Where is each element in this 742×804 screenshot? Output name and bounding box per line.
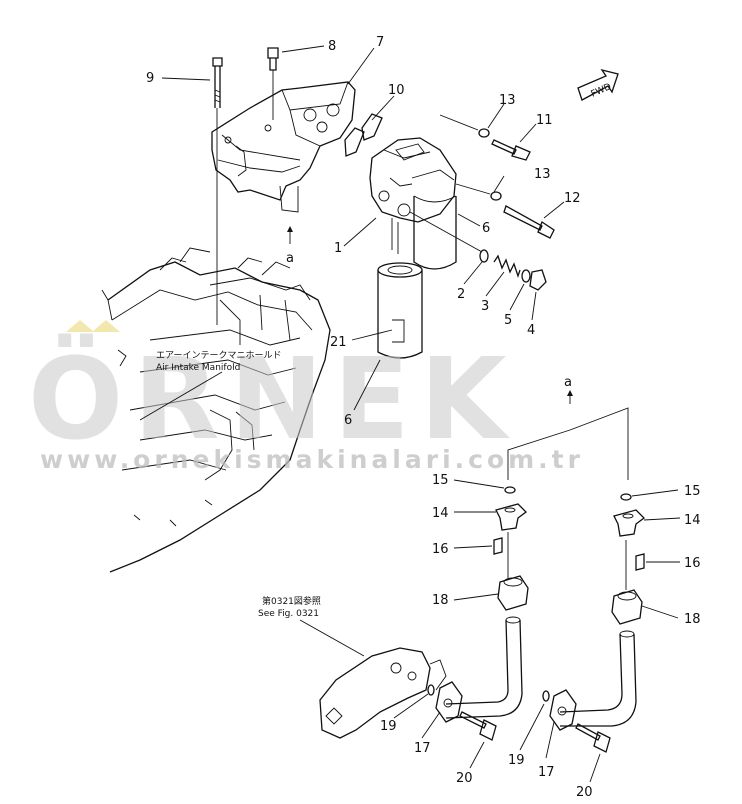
bolt-11 — [439, 114, 531, 161]
callout-13b: 13 — [534, 167, 551, 182]
flange-17-left — [435, 681, 463, 723]
callout-9: 9 — [146, 71, 154, 86]
see-fig-label-en: See Fig. 0321 — [258, 609, 319, 619]
watermark: ÖRNEK www.ornekismakinalari.com.tr — [28, 320, 584, 474]
o-ring-19-left — [427, 684, 435, 696]
callout-17a: 17 — [414, 741, 431, 756]
callout-17b: 17 — [538, 765, 555, 780]
o-ring-15-right — [620, 493, 632, 501]
pipe-left — [445, 616, 523, 719]
flange-17-right — [549, 689, 577, 731]
callout-21: 21 — [330, 335, 347, 350]
engine-block — [101, 247, 331, 573]
pipe-right — [559, 630, 637, 727]
bolt-20-left — [459, 711, 497, 741]
callout-11: 11 — [536, 113, 553, 128]
relief-valve-parts — [409, 211, 547, 291]
callout-14a: 14 — [432, 506, 449, 521]
fwd-label: FWD — [590, 82, 613, 100]
bolt-16-left — [493, 532, 509, 580]
callout-4: 4 — [527, 323, 535, 338]
callout-numbers: 1 2 3 4 5 6 6 7 8 9 10 11 12 13 13 14 14… — [146, 35, 701, 800]
callout-7: 7 — [376, 35, 384, 50]
forward-direction-arrow: FWD — [577, 68, 619, 101]
callout-5: 5 — [504, 313, 512, 328]
bolt-12 — [455, 183, 555, 239]
callout-12: 12 — [564, 191, 581, 206]
callout-6b: 6 — [344, 413, 352, 428]
watermark-url: www.ornekismakinalari.com.tr — [40, 445, 584, 474]
bolt-20-right — [575, 723, 611, 753]
reference-arrow-a-top — [287, 226, 293, 244]
callout-20a: 20 — [456, 771, 473, 786]
callout-2: 2 — [457, 287, 465, 302]
filter-cartridge-upper — [391, 195, 457, 270]
ref-a-top: a — [286, 251, 294, 266]
filter-element-lower — [377, 262, 423, 359]
gasket-10 — [344, 113, 383, 157]
callout-leaders — [161, 45, 681, 783]
manifold-label-jp: エアーインテークマニホールド — [156, 350, 281, 361]
callout-18a: 18 — [432, 593, 449, 608]
callout-19b: 19 — [508, 753, 525, 768]
watermark-brand: ÖRNEK — [28, 334, 516, 465]
connector-14-left — [495, 503, 527, 531]
o-ring-19-right — [542, 690, 550, 702]
reference-arrow-a-pipe — [507, 390, 629, 480]
callout-6a: 6 — [482, 221, 490, 236]
callout-10: 10 — [388, 83, 405, 98]
plug-8 — [267, 47, 279, 120]
callout-20b: 20 — [576, 785, 593, 800]
callout-15a: 15 — [432, 473, 449, 488]
callout-15b: 15 — [684, 484, 701, 499]
filter-head — [369, 137, 457, 223]
watermark-logo-accent — [66, 320, 120, 332]
ref-a-pipe: a — [564, 375, 572, 390]
callout-8: 8 — [328, 39, 336, 54]
callout-16a: 16 — [432, 542, 449, 557]
hose-18-right — [611, 589, 643, 625]
manifold-leader — [139, 371, 223, 421]
callout-16b: 16 — [684, 556, 701, 571]
hose-18-left — [497, 575, 529, 611]
connector-14-right — [613, 509, 645, 537]
manifold-label-en: Air Intake Manifold — [156, 363, 240, 373]
see-fig-label-jp: 第0321図参照 — [262, 595, 321, 607]
exhaust-connector-casting — [299, 619, 447, 739]
callout-18b: 18 — [684, 612, 701, 627]
o-ring-15-left — [504, 486, 516, 494]
bolt-16-right — [625, 540, 645, 590]
callout-19a: 19 — [380, 719, 397, 734]
callout-14b: 14 — [684, 513, 701, 528]
callout-1: 1 — [334, 241, 342, 256]
callout-13a: 13 — [499, 93, 516, 108]
filter-adapter-bracket — [211, 81, 356, 213]
bolt-9 — [212, 57, 223, 325]
callout-3: 3 — [481, 299, 489, 314]
